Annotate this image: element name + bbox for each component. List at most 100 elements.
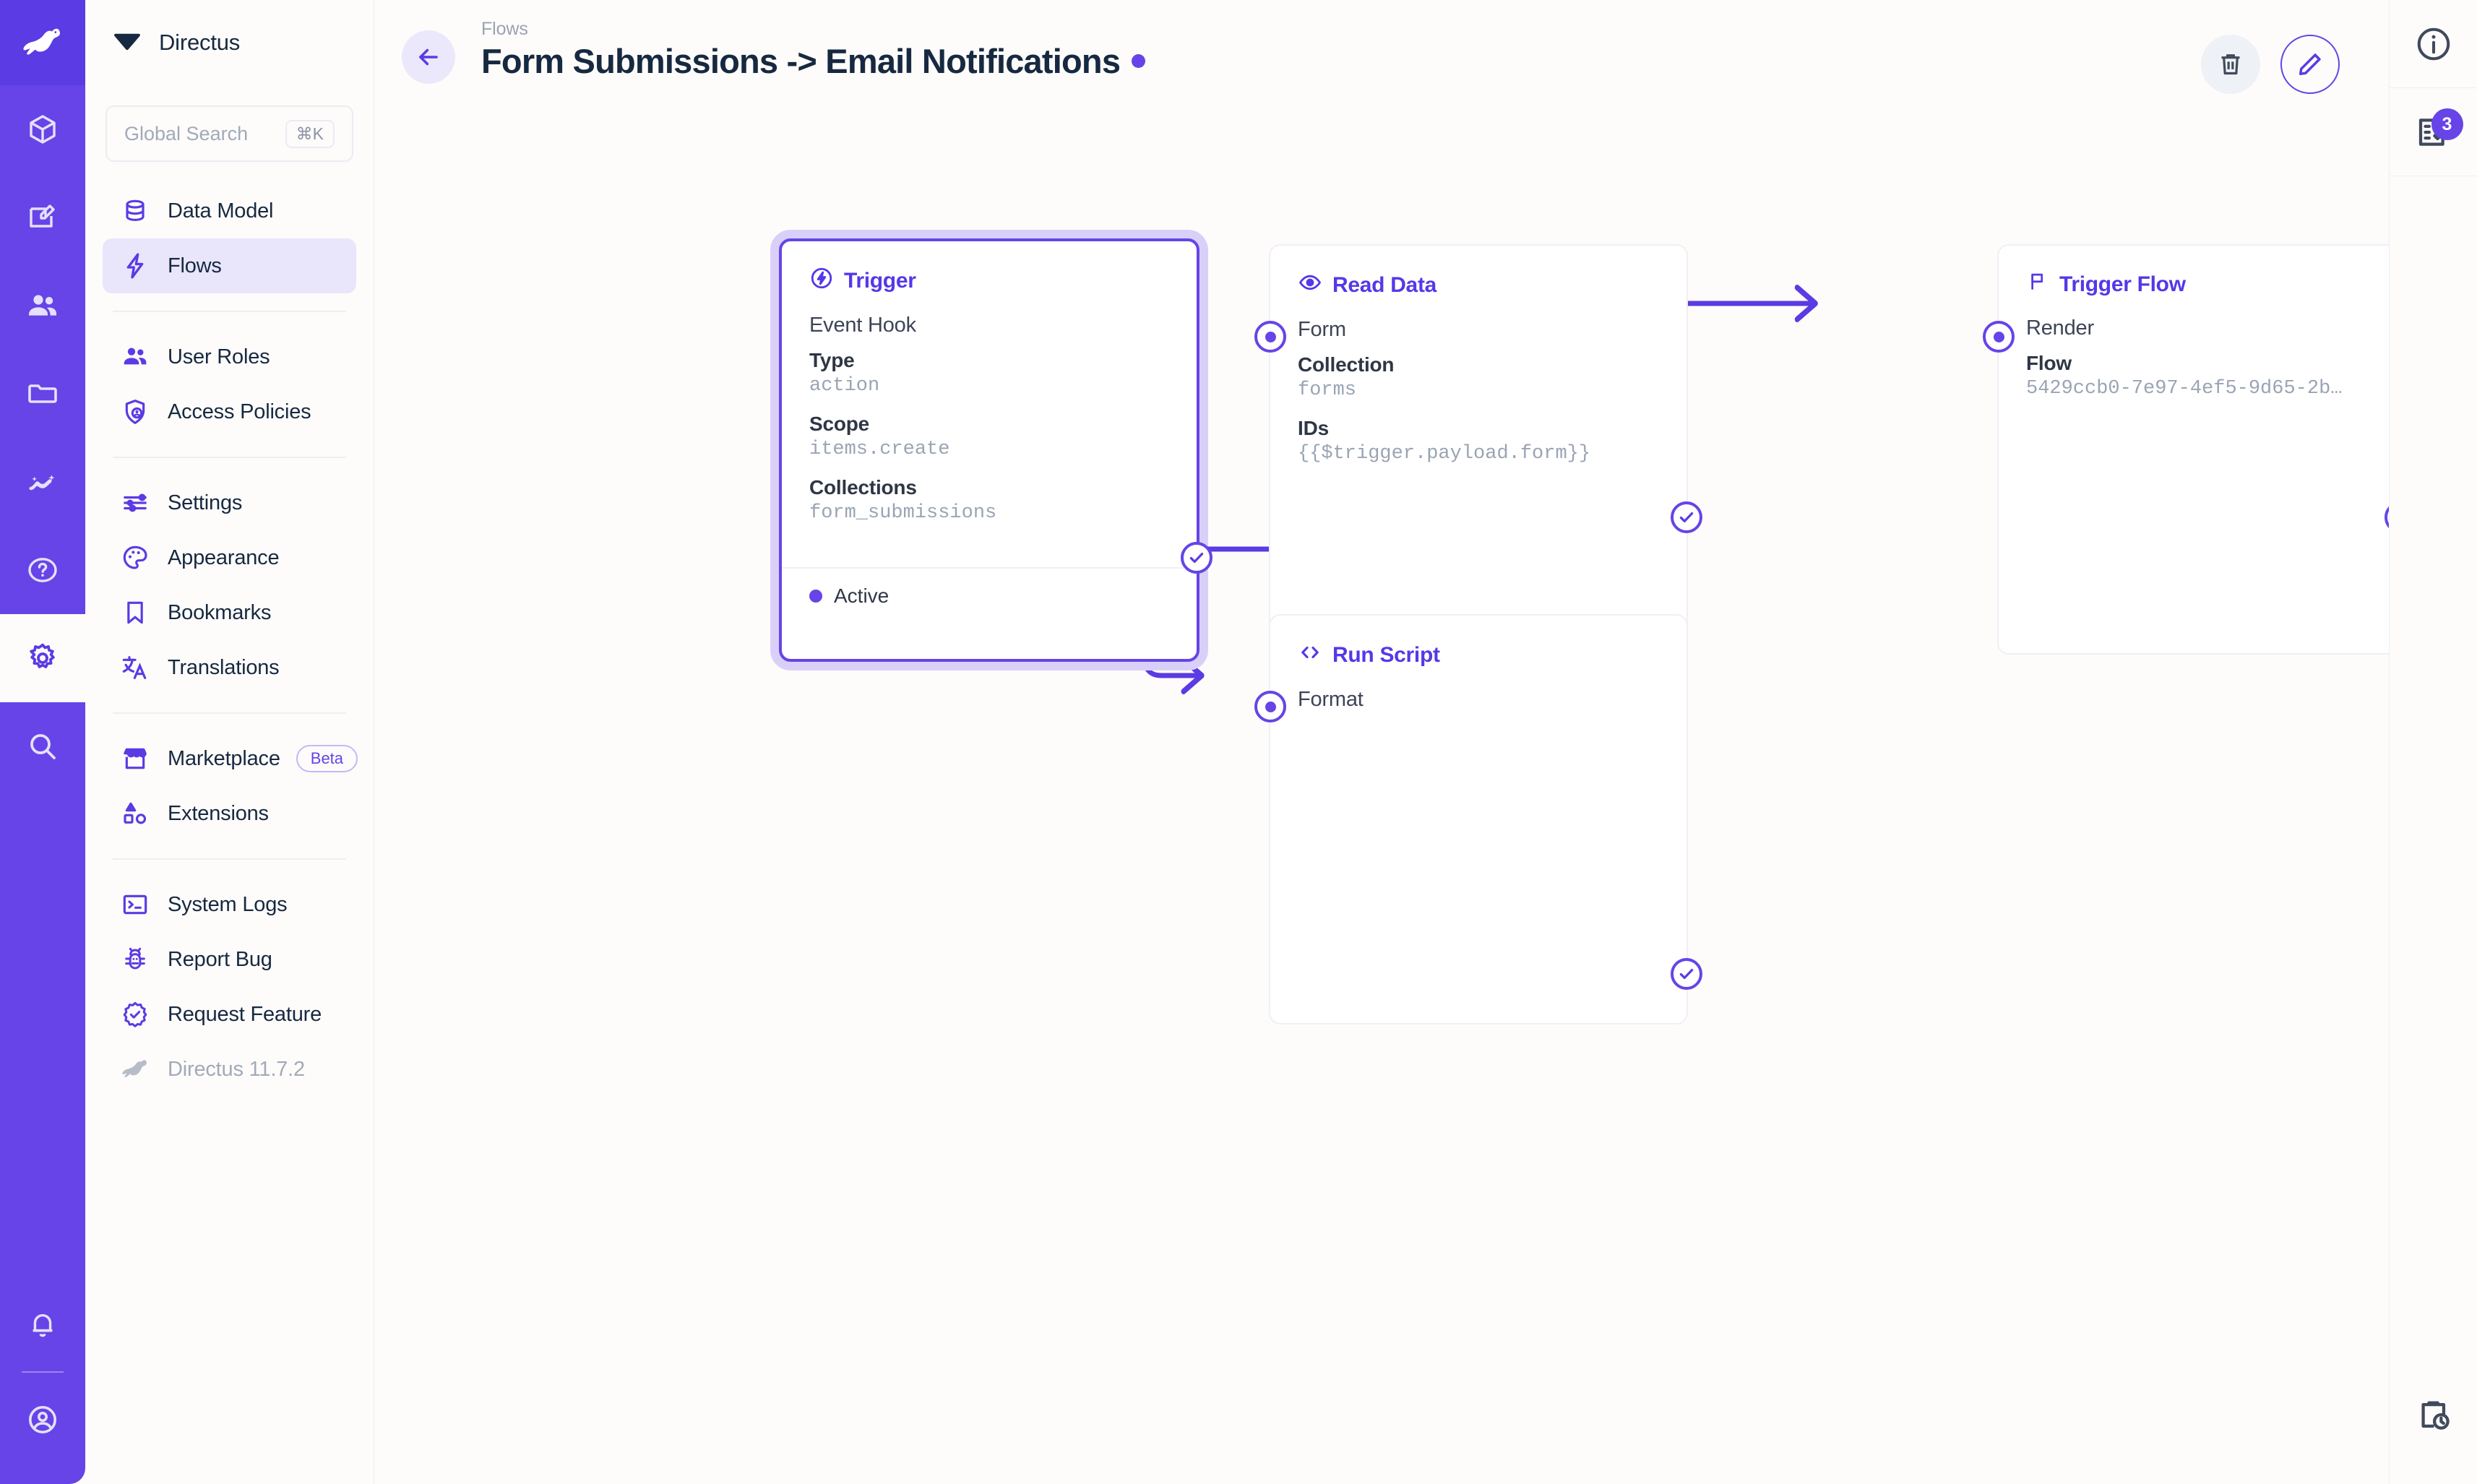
search-input[interactable]: Global Search ⌘K	[105, 105, 353, 162]
port-run-script-input[interactable]	[1254, 691, 1286, 722]
nav-group-data: Data Model Flows	[85, 184, 374, 293]
sidebar-item-settings[interactable]: Settings	[103, 475, 356, 530]
tune-icon	[119, 486, 152, 519]
port-dot	[1265, 701, 1276, 712]
account-button[interactable]	[0, 1380, 85, 1459]
node-field: Scope items.create	[809, 413, 1169, 460]
sidebar-item-label: Bookmarks	[168, 600, 272, 624]
breadcrumb[interactable]: Flows	[481, 19, 528, 39]
sidebar-item-flows[interactable]: Flows	[103, 238, 356, 293]
sidebar-item-label: Appearance	[168, 545, 280, 569]
notifications-button[interactable]	[0, 1285, 85, 1364]
node-field-key: IDs	[1298, 417, 1329, 439]
history-button[interactable]	[2390, 1371, 2477, 1459]
module-rail	[0, 0, 85, 1484]
port-trigger-success[interactable]	[1181, 542, 1212, 574]
sidebar-item-report-bug[interactable]: Report Bug	[103, 932, 356, 987]
node-type-label: Read Data	[1332, 273, 1437, 297]
terminal-icon	[119, 888, 152, 921]
title-column: Flows Form Submissions -> Email Notifica…	[481, 19, 1146, 81]
node-footer: Active	[782, 567, 1197, 608]
module-item-content[interactable]	[0, 85, 85, 173]
sidebar-item-marketplace[interactable]: Marketplace Beta	[103, 731, 358, 786]
node-field-key: Flow	[2026, 352, 2072, 374]
sidebar-divider	[113, 858, 346, 860]
edit-button[interactable]	[2280, 35, 2340, 94]
eye-icon	[1298, 270, 1322, 301]
directus-rabbit-icon	[23, 28, 61, 55]
flow-canvas[interactable]: Trigger Event Hook Type action Scope ite…	[374, 116, 2389, 1484]
node-field-value: action	[809, 375, 880, 397]
rail-divider	[22, 1371, 64, 1373]
nav-group-settings: Settings Appearance	[85, 475, 374, 695]
node-field-key: Collection	[1298, 353, 1395, 376]
port-dot	[1993, 331, 2004, 342]
node-field-value: {{$trigger.payload.form}}	[1298, 443, 1591, 465]
check-icon	[1679, 968, 1694, 980]
people-icon	[29, 295, 56, 316]
node-header: Trigger Flow	[2026, 270, 2373, 299]
cube-icon	[30, 115, 56, 144]
sidebar-item-label: System Logs	[168, 892, 288, 916]
sidebar-item-system-logs[interactable]: System Logs	[103, 877, 356, 932]
port-read-data-input[interactable]	[1254, 321, 1286, 353]
module-item-users[interactable]	[0, 262, 85, 350]
node-field-key: Type	[809, 349, 855, 371]
flow-node-trigger-flow-render[interactable]: Trigger Flow Render Flow 5429ccb0-7e97-4…	[1983, 244, 2389, 655]
module-item-search[interactable]	[0, 702, 85, 790]
node-field: Flow 5429ccb0-7e97-4ef5-9d65-2b…	[2026, 352, 2373, 400]
module-item-editor[interactable]	[0, 173, 85, 262]
logs-button[interactable]: 3	[2389, 88, 2477, 176]
sidebar-item-bookmarks[interactable]: Bookmarks	[103, 585, 356, 640]
flow-node-run-script[interactable]: Run Script Format	[1254, 614, 1702, 1024]
insights-icon	[29, 475, 55, 491]
shield-person-icon	[119, 395, 152, 428]
module-item-help[interactable]	[0, 526, 85, 614]
pencil-icon	[2299, 53, 2321, 76]
sidebar-item-version: Directus 11.7.2	[103, 1042, 356, 1097]
main-area: Flows Form Submissions -> Email Notifica…	[374, 0, 2477, 1484]
port-read-data-success[interactable]	[1671, 501, 1702, 533]
info-button[interactable]	[2389, 0, 2477, 88]
code-icon	[1298, 640, 1322, 670]
sidebar-item-data-model[interactable]: Data Model	[103, 184, 356, 238]
search-shortcut: ⌘K	[285, 119, 335, 148]
port-run-script-success[interactable]	[1671, 958, 1702, 990]
sidebar-item-label: Data Model	[168, 199, 274, 223]
sidebar-item-extensions[interactable]: Extensions	[103, 786, 356, 841]
flow-node-read-data[interactable]: Read Data Form Collection forms IDs {{$t…	[1254, 244, 1702, 655]
brand: Directus	[85, 0, 374, 85]
check-icon	[1679, 512, 1694, 523]
node-row-name: Format	[1298, 688, 1364, 711]
node-field-key: Collections	[809, 476, 917, 499]
sidebar-item-request-feature[interactable]: Request Feature	[103, 987, 356, 1042]
nav-group-support: System Logs Report Bug	[85, 877, 374, 1097]
node-field: Collections form_submissions	[809, 476, 1169, 524]
sidebar-item-translations[interactable]: Translations	[103, 640, 356, 695]
directus-logo-button[interactable]	[0, 0, 85, 85]
bolt-circle-icon	[809, 266, 834, 296]
sidebar-item-appearance[interactable]: Appearance	[103, 530, 356, 585]
node-type-label: Trigger Flow	[2059, 272, 2186, 296]
sidebar-item-user-roles[interactable]: User Roles	[103, 329, 356, 384]
sidebar-item-label: Marketplace	[168, 746, 280, 770]
beta-badge: Beta	[296, 745, 358, 772]
module-item-files[interactable]	[0, 350, 85, 438]
clipboard-clock-icon	[2421, 1401, 2450, 1430]
shapes-icon	[119, 797, 152, 830]
node-field-value: form_submissions	[809, 502, 997, 524]
active-status-dot	[809, 590, 822, 603]
port-trigger-flow-render-input[interactable]	[1983, 321, 2015, 353]
back-button[interactable]	[402, 30, 455, 84]
module-item-insights[interactable]	[0, 438, 85, 526]
node-row-name: Form	[1298, 318, 1346, 341]
delete-button[interactable]	[2201, 35, 2260, 94]
node-row-name: Event Hook	[809, 314, 916, 337]
sidebar-item-access-policies[interactable]: Access Policies	[103, 384, 356, 439]
node-type-label: Run Script	[1332, 643, 1440, 667]
lightning-icon	[119, 249, 152, 282]
check-icon	[1189, 552, 1204, 564]
node-row-name: Render	[2026, 316, 2094, 340]
module-item-settings[interactable]	[0, 614, 85, 702]
flow-node-trigger[interactable]: Trigger Event Hook Type action Scope ite…	[779, 238, 1212, 662]
